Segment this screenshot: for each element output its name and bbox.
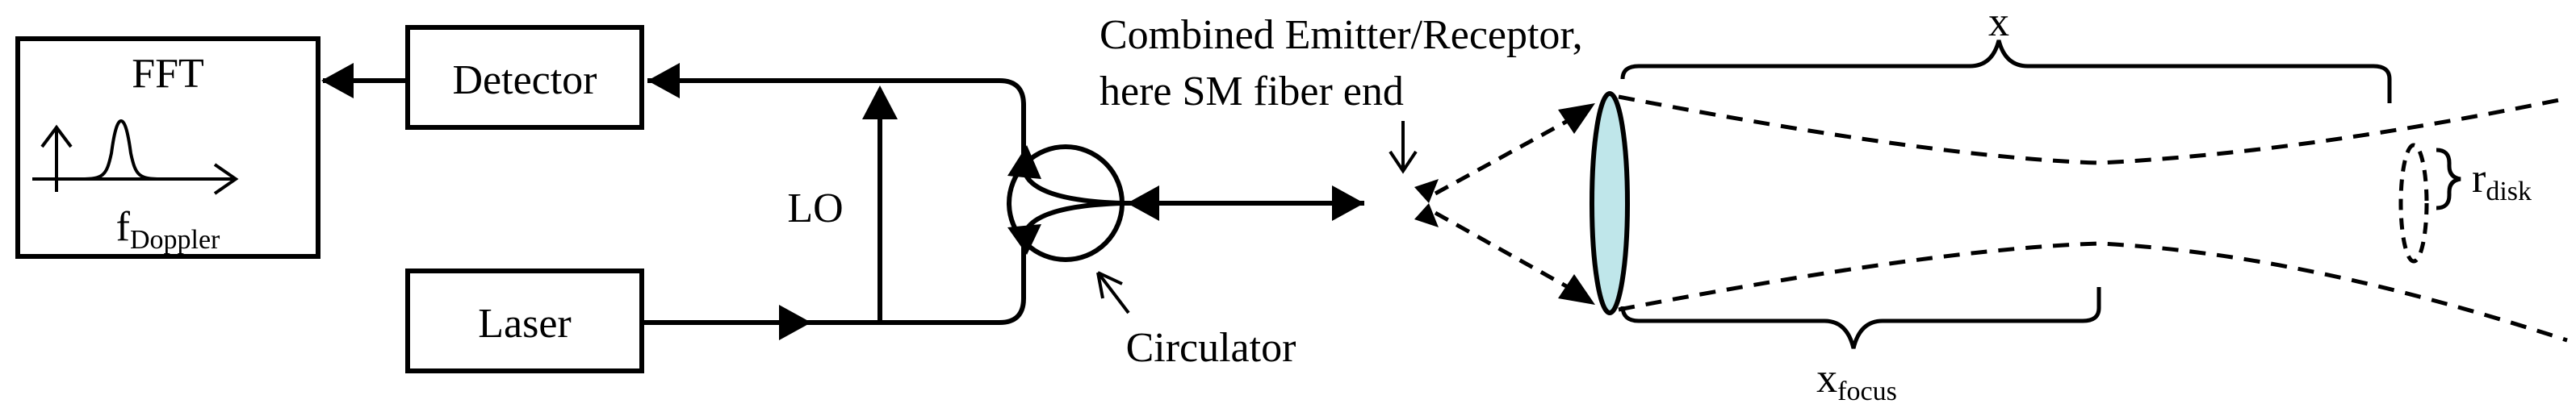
fft-box xyxy=(15,36,320,259)
detector-block: Detector xyxy=(405,25,644,130)
beam-envelope-upper xyxy=(1618,94,2568,165)
f-doppler-label: fDoppler xyxy=(116,204,220,255)
fft-y-arrowhead xyxy=(40,124,73,148)
return-path xyxy=(647,78,1026,149)
fft-label: FFT xyxy=(132,51,204,97)
laser-path xyxy=(642,254,1026,325)
laser-block: Laser xyxy=(405,269,644,373)
fft-peak xyxy=(80,119,162,181)
fiber-right-arrowhead xyxy=(1332,185,1364,221)
detector-to-fft-arrowhead xyxy=(321,63,354,98)
laser-label: Laser xyxy=(478,301,571,347)
circulator xyxy=(1007,144,1125,262)
emitter-label-line1: Combined Emitter/Receptor, xyxy=(1100,12,1583,58)
circulator-label: Circulator xyxy=(1126,325,1296,371)
fft-x-arrowhead xyxy=(213,163,239,195)
x-label: x xyxy=(1988,0,2009,45)
rdisk-brace xyxy=(2436,148,2461,210)
xfocus-brace xyxy=(1620,287,2101,349)
circulator-lower-arrowhead xyxy=(1007,224,1041,255)
rdisk-label: rdisk xyxy=(2472,156,2532,206)
circulator-pointer-arrow xyxy=(1096,271,1130,314)
disk xyxy=(2398,143,2429,264)
fiber-left-arrowhead xyxy=(1127,185,1159,221)
x-brace xyxy=(1620,40,2392,103)
emitter-tip-upper xyxy=(1414,179,1439,203)
emitter-label-line2: here SM fiber end xyxy=(1100,69,1404,114)
fft-block: FFT fDoppler xyxy=(15,36,320,259)
beam-to-lens-lower xyxy=(1434,210,1584,298)
lens xyxy=(1590,91,1630,315)
detector-box xyxy=(405,25,644,130)
lo-arrowhead xyxy=(862,85,898,119)
beam-envelope-lower xyxy=(1618,241,2568,343)
beam-lower-arrowhead xyxy=(1558,274,1595,305)
laser-arrowhead xyxy=(779,305,811,340)
beam-to-lens-upper xyxy=(1434,110,1584,196)
lo-label: LO xyxy=(787,185,843,231)
xfocus-label: xfocus xyxy=(1816,356,1897,406)
return-arrowhead xyxy=(647,63,680,98)
beam-upper-arrowhead xyxy=(1558,103,1595,134)
emitter-tip-lower xyxy=(1414,203,1439,227)
emitter-pointer-arrow xyxy=(1389,121,1418,174)
detector-label: Detector xyxy=(452,57,597,103)
circulator-upper-arrowhead xyxy=(1007,145,1041,179)
